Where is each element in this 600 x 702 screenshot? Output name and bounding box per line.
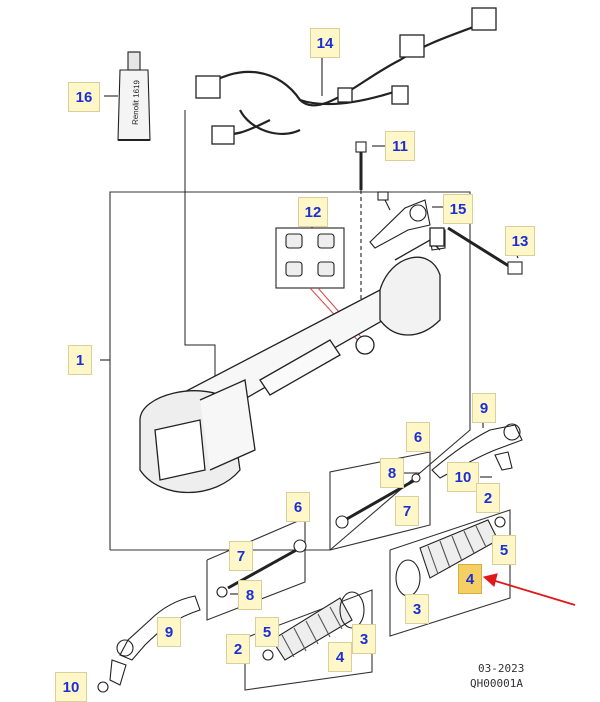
callout-label: 5 (499, 541, 509, 559)
callout-label: 8 (387, 464, 397, 482)
callout-5-right[interactable]: 5 (492, 535, 516, 565)
bushings-box-12 (275, 218, 369, 346)
callout-label: 16 (75, 88, 93, 106)
callout-13[interactable]: 13 (505, 226, 535, 256)
callout-label: 2 (483, 489, 493, 507)
callout-label: 3 (412, 600, 422, 618)
highlight-arrow (482, 573, 576, 606)
callout-12[interactable]: 12 (298, 197, 328, 227)
bushing-icon (285, 233, 335, 277)
callout-label: 4 (465, 570, 475, 588)
callout-1[interactable]: 1 (68, 345, 92, 375)
callout-3-right[interactable]: 3 (405, 594, 429, 624)
steering-rack-icon (139, 227, 445, 494)
callout-label: 11 (392, 137, 408, 155)
callout-label: 9 (164, 623, 174, 641)
callout-9-left[interactable]: 9 (157, 617, 181, 647)
callout-label: 10 (62, 678, 80, 696)
harness-leader (184, 110, 216, 400)
callout-10-right[interactable]: 10 (447, 462, 479, 492)
outer-tie-rod-left-icon (97, 595, 201, 693)
callout-14[interactable]: 14 (310, 28, 340, 58)
callout-label: 10 (454, 468, 472, 486)
callout-label: 6 (293, 498, 303, 516)
callout-label: 1 (75, 351, 85, 369)
callout-label: 14 (316, 34, 334, 52)
callout-9-right[interactable]: 9 (472, 393, 496, 423)
bolt-11-icon (355, 141, 385, 320)
callout-2-right[interactable]: 2 (476, 483, 500, 513)
callout-2-left[interactable]: 2 (226, 634, 250, 664)
boot-box-right (389, 500, 511, 637)
callout-label: 9 (479, 399, 489, 417)
callout-3-left[interactable]: 3 (352, 624, 376, 654)
tie-rod-box-upper (329, 437, 431, 551)
callout-4-right-highlighted[interactable]: 4 (458, 564, 482, 594)
callout-label: 13 (511, 232, 529, 250)
callout-label: 8 (245, 586, 255, 604)
callout-label: 5 (262, 623, 272, 641)
boot-box-left (244, 589, 373, 691)
callout-label: 2 (233, 640, 243, 658)
footer-date: 03-2023 (478, 662, 525, 675)
callout-label: 6 (413, 428, 423, 446)
callout-8-lower[interactable]: 8 (238, 580, 262, 610)
callout-label: 7 (236, 547, 246, 565)
callout-5-left[interactable]: 5 (255, 617, 279, 647)
footer-code: QH00001A (470, 677, 523, 690)
grease-tube-icon (104, 51, 151, 141)
callout-label: 12 (304, 203, 322, 221)
callout-6-lower[interactable]: 6 (286, 492, 310, 522)
callout-7-lower[interactable]: 7 (229, 541, 253, 571)
callout-4-left[interactable]: 4 (328, 642, 352, 672)
wiring-harness-icon (195, 7, 497, 145)
callout-6-upper[interactable]: 6 (406, 422, 430, 452)
callout-label: 15 (449, 200, 467, 218)
callout-11[interactable]: 11 (385, 131, 415, 161)
callout-label: 3 (359, 630, 369, 648)
callout-label: 7 (402, 502, 412, 520)
callout-10-left[interactable]: 10 (55, 672, 87, 702)
callout-label: 4 (335, 648, 345, 666)
callout-8-upper[interactable]: 8 (380, 458, 404, 488)
callout-15[interactable]: 15 (443, 194, 473, 224)
callout-7-upper[interactable]: 7 (395, 496, 419, 526)
callout-16[interactable]: 16 (68, 82, 100, 112)
